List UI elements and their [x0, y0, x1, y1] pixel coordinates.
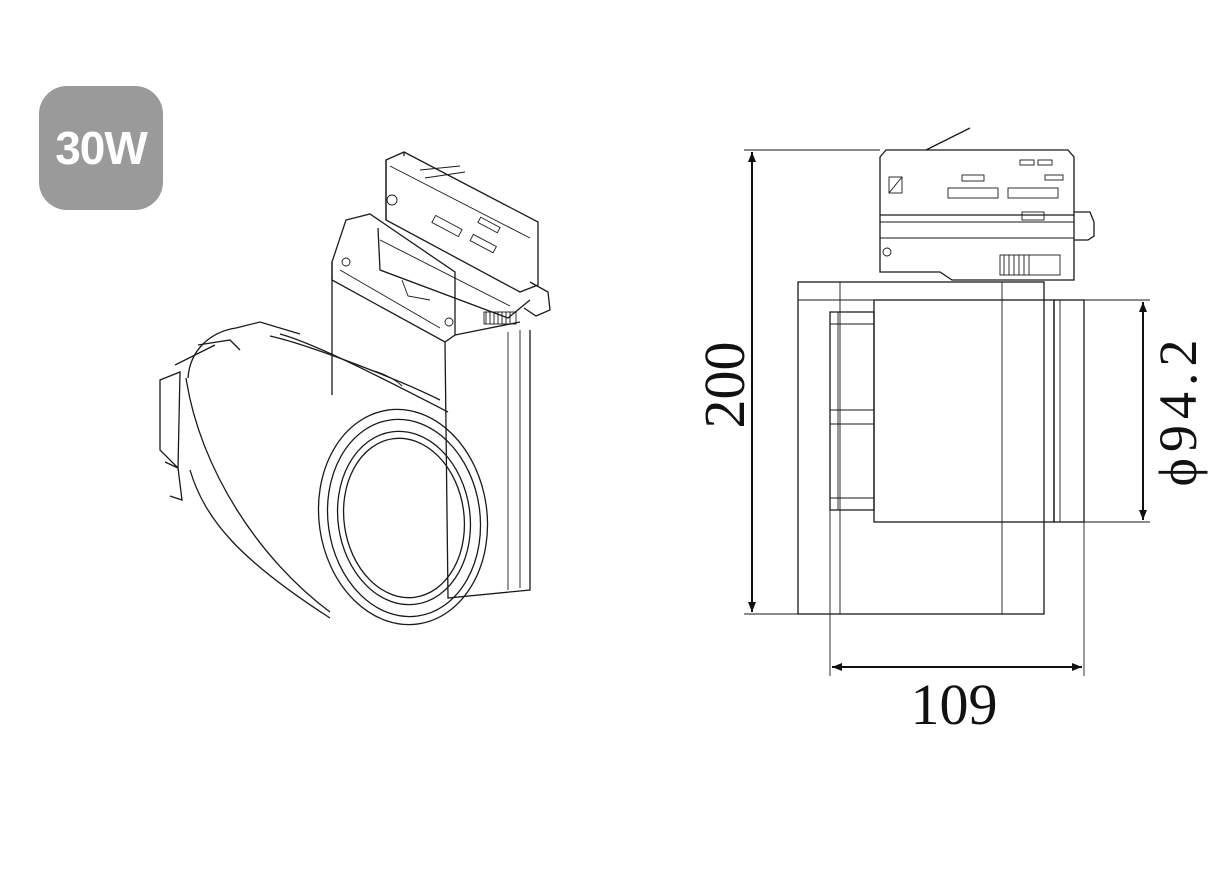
diameter-dimension	[1084, 299, 1150, 523]
diameter-label: ϕ94.2	[1148, 334, 1208, 487]
height-label: 200	[692, 342, 757, 429]
wattage-label: 30W	[55, 122, 148, 174]
isometric-view	[159, 151, 551, 626]
side-view: 200 109 ϕ94.2	[692, 127, 1208, 737]
width-label: 109	[911, 672, 998, 737]
bracket-body	[331, 213, 531, 599]
side-cylinder	[829, 299, 1085, 523]
cylinder-housing	[159, 321, 489, 626]
side-track-adapter	[879, 127, 1095, 281]
track-adapter	[377, 151, 551, 325]
side-bracket	[797, 281, 1045, 615]
wattage-badge: 30W	[39, 86, 163, 210]
height-dimension	[744, 149, 880, 615]
width-dimension	[829, 510, 1085, 676]
